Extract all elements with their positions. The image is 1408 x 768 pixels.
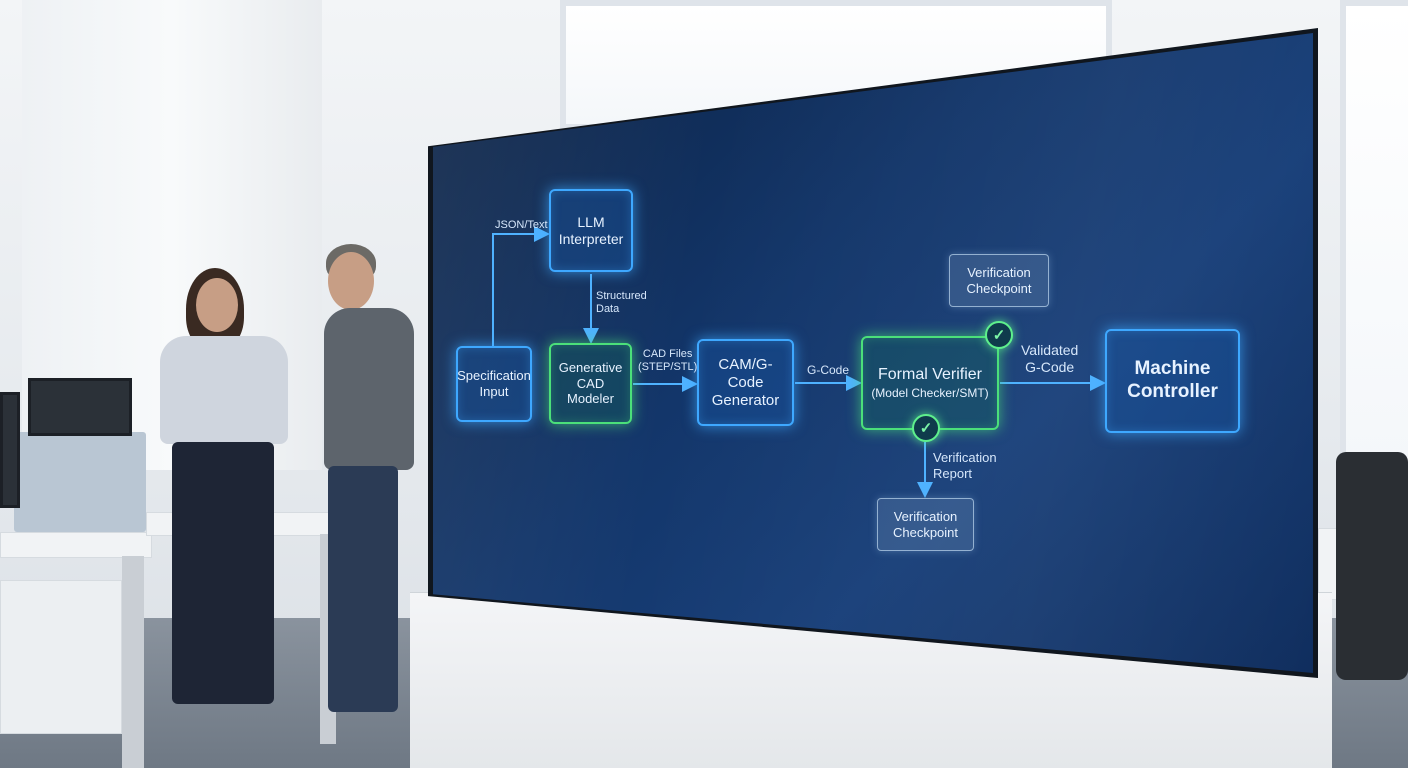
generative-cad-label: Generative CAD Modeler [558, 360, 623, 407]
generative-cad-node: Generative CAD Modeler [549, 343, 632, 424]
woman-pants [172, 442, 274, 704]
desk-cabinet [0, 580, 122, 734]
person-man [288, 244, 418, 744]
edge-label-json-text: JSON/Text [495, 219, 548, 231]
man-jeans [328, 466, 398, 712]
office-window-right [1340, 0, 1408, 472]
cam-generator-label: CAM/G-Code Generator [711, 355, 780, 409]
office-chair [1336, 452, 1408, 680]
edge-label-validated-g-code: Validated G-Code [1021, 342, 1079, 375]
cam-generator-node: CAM/G-Code Generator [697, 339, 794, 426]
check-icon-bottom: ✓ [912, 414, 940, 442]
specification-input-node: Specification Input [456, 346, 532, 422]
formal-verifier-subtitle: (Model Checker/SMT) [871, 386, 989, 401]
desk-partition [14, 432, 146, 532]
verification-checkpoint-top: Verification Checkpoint [949, 254, 1049, 307]
person-woman [156, 268, 291, 718]
edge-label-cad-files: CAD Files (STEP/STL) [638, 348, 698, 374]
formal-verifier-title: Formal Verifier [877, 366, 983, 384]
machine-controller-label: Machine Controller [1127, 358, 1218, 402]
woman-head [196, 278, 238, 332]
llm-interpreter-node: LLM Interpreter [549, 189, 633, 272]
desk-leg [122, 556, 144, 768]
man-sweater [324, 308, 414, 470]
check-icon: ✓ [985, 321, 1013, 349]
machine-controller-node: Machine Controller [1105, 329, 1240, 433]
man-head [328, 252, 374, 310]
edge-label-verification-report: Verification Report [933, 450, 997, 481]
verification-checkpoint-bottom-label: Verification Checkpoint [892, 508, 959, 540]
specification-input-label: Specification Input [457, 368, 531, 399]
check-glyph-bottom: ✓ [919, 420, 933, 437]
verification-checkpoint-bottom: Verification Checkpoint [877, 498, 974, 551]
display-screen [433, 33, 1313, 673]
edge-label-g-code: G-Code [807, 363, 850, 377]
edge-label-structured-data: Structured Data [596, 290, 647, 316]
verification-checkpoint-top-label: Verification Checkpoint [966, 264, 1032, 296]
office-desk [0, 532, 152, 558]
desk-monitor [28, 378, 132, 436]
check-glyph: ✓ [992, 327, 1006, 344]
desk-monitor-left [0, 392, 20, 508]
llm-interpreter-label: LLM Interpreter [558, 213, 624, 247]
woman-shirt [160, 336, 288, 444]
